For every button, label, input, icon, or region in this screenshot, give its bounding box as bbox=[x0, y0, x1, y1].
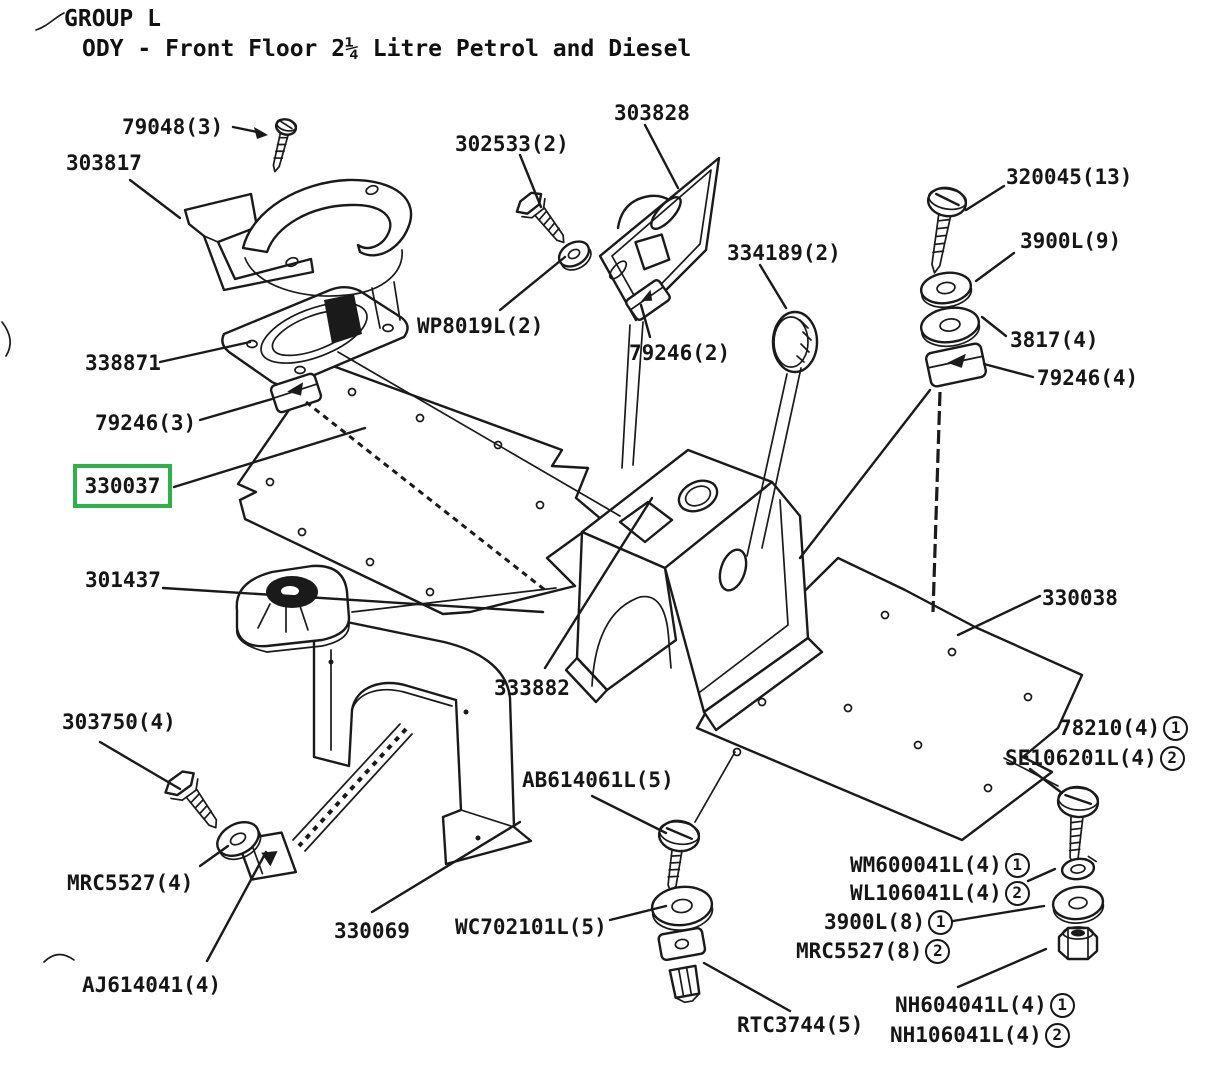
part-label-wl106041l-4: WL106041L(4) 2 bbox=[850, 880, 1030, 906]
part-number: SE106201L(4) bbox=[1005, 746, 1157, 770]
circled-number-2: 2 bbox=[1044, 1022, 1070, 1048]
washer-3900l-9 bbox=[919, 271, 973, 309]
part-label-79246-4: 79246(4) bbox=[1037, 366, 1139, 390]
part-label-303750-4: 303750(4) bbox=[62, 710, 176, 734]
support-bracket-330069 bbox=[292, 618, 533, 866]
part-label-mrc5527-8: MRC5527(8) 2 bbox=[796, 938, 951, 964]
part-label-79246-3: 79246(3) bbox=[95, 411, 197, 435]
part-number: WM600041L(4) bbox=[850, 853, 1002, 877]
part-label-wc702101l-5: WC702101L(5) bbox=[455, 915, 607, 939]
circled-number-1: 1 bbox=[928, 909, 954, 935]
part-label-mrc5527-4: MRC5527(4) bbox=[67, 871, 194, 895]
circled-number-2: 2 bbox=[925, 938, 951, 964]
flat-washer-3900l-8 bbox=[1051, 885, 1105, 924]
part-label-aj614041-4: AJ614041(4) bbox=[82, 973, 222, 997]
part-label-330037-highlighted: 330037 bbox=[84, 474, 161, 498]
spring-washer-wm600041l bbox=[1060, 855, 1097, 881]
part-label-303828: 303828 bbox=[614, 101, 690, 125]
part-number: 78210(4) bbox=[1059, 716, 1161, 740]
part-label-330038: 330038 bbox=[1042, 586, 1118, 610]
circled-number-2: 2 bbox=[1159, 745, 1185, 771]
screw-79048 bbox=[272, 118, 298, 173]
part-label-79246-2: 79246(2) bbox=[629, 341, 731, 365]
circled-number-1: 1 bbox=[1163, 715, 1189, 741]
part-label-78210-4: 78210(4) 1 bbox=[1059, 715, 1189, 741]
screw-320045 bbox=[926, 186, 968, 274]
circled-number-2: 2 bbox=[1004, 880, 1030, 906]
part-label-301437: 301437 bbox=[85, 568, 161, 592]
part-label-338871: 338871 bbox=[85, 351, 161, 375]
handle-horseshoe-plate bbox=[241, 178, 413, 297]
part-label-se106201l-4: SE106201L(4) 2 bbox=[1005, 745, 1185, 771]
part-number: NH604041L(4) bbox=[895, 993, 1047, 1017]
nut-rtc3744 bbox=[657, 926, 707, 1004]
group-title: GROUP L bbox=[64, 6, 161, 32]
part-label-330069: 330069 bbox=[334, 919, 410, 943]
part-label-333882: 333882 bbox=[494, 676, 570, 700]
part-label-3817-4: 3817(4) bbox=[1010, 328, 1099, 352]
part-label-ab614061l-5: AB614061L(5) bbox=[522, 768, 674, 792]
part-label-3900l-9: 3900L(9) bbox=[1020, 229, 1122, 253]
scan-artifact bbox=[1, 12, 75, 963]
bolt-303750 bbox=[164, 770, 218, 829]
highlight-box: 330037 bbox=[73, 464, 172, 508]
part-label-3900l-8: 3900L(8) 1 bbox=[824, 909, 954, 935]
tunnel-cover-333882 bbox=[564, 448, 824, 732]
part-label-303817: 303817 bbox=[66, 151, 142, 175]
construction-lines bbox=[305, 321, 1059, 823]
handle-strap-303817 bbox=[183, 192, 315, 292]
circled-number-1: 1 bbox=[1004, 852, 1030, 878]
hex-nut-nh604041l bbox=[1057, 926, 1099, 961]
part-label-302533-2: 302533(2) bbox=[455, 132, 569, 156]
part-label-wm600041l-4: WM600041L(4) 1 bbox=[850, 852, 1030, 878]
part-label-rtc3744-5: RTC3744(5) bbox=[737, 1013, 864, 1037]
plug-334189 bbox=[771, 310, 819, 374]
part-number: 3900L(8) bbox=[824, 910, 926, 934]
part-label-wp8019l-2: WP8019L(2) bbox=[417, 314, 544, 338]
clip-79246-2 bbox=[625, 279, 671, 321]
part-number: NH106041L(4) bbox=[890, 1023, 1042, 1047]
clipnut-79246-4 bbox=[924, 342, 988, 388]
section-title: ODY - Front Floor 2¼ Litre Petrol and Di… bbox=[82, 36, 692, 62]
washer-wp8019l bbox=[557, 240, 592, 271]
leader-lines bbox=[98, 123, 1064, 1013]
part-label-79048-3: 79048(3) bbox=[122, 115, 224, 139]
part-number: MRC5527(8) bbox=[796, 939, 923, 963]
grommet-301437 bbox=[235, 564, 351, 653]
part-label-334189-2: 334189(2) bbox=[727, 241, 841, 265]
bolt-302533 bbox=[515, 191, 565, 244]
front-floor-panel-330037 bbox=[236, 360, 603, 616]
circled-number-1: 1 bbox=[1049, 992, 1075, 1018]
part-label-320045-13: 320045(13) bbox=[1006, 165, 1133, 189]
handle-base-plate-338871 bbox=[221, 286, 409, 387]
part-label-nh604041l-4: NH604041L(4) 1 bbox=[895, 992, 1075, 1018]
washer-3817 bbox=[919, 306, 981, 348]
screw-78210 bbox=[1056, 785, 1100, 866]
screw-ab614061l bbox=[657, 819, 701, 894]
part-number: WL106041L(4) bbox=[850, 881, 1002, 905]
part-label-nh106041l-4: NH106041L(4) 2 bbox=[890, 1022, 1070, 1048]
handle-assembly bbox=[183, 118, 413, 387]
